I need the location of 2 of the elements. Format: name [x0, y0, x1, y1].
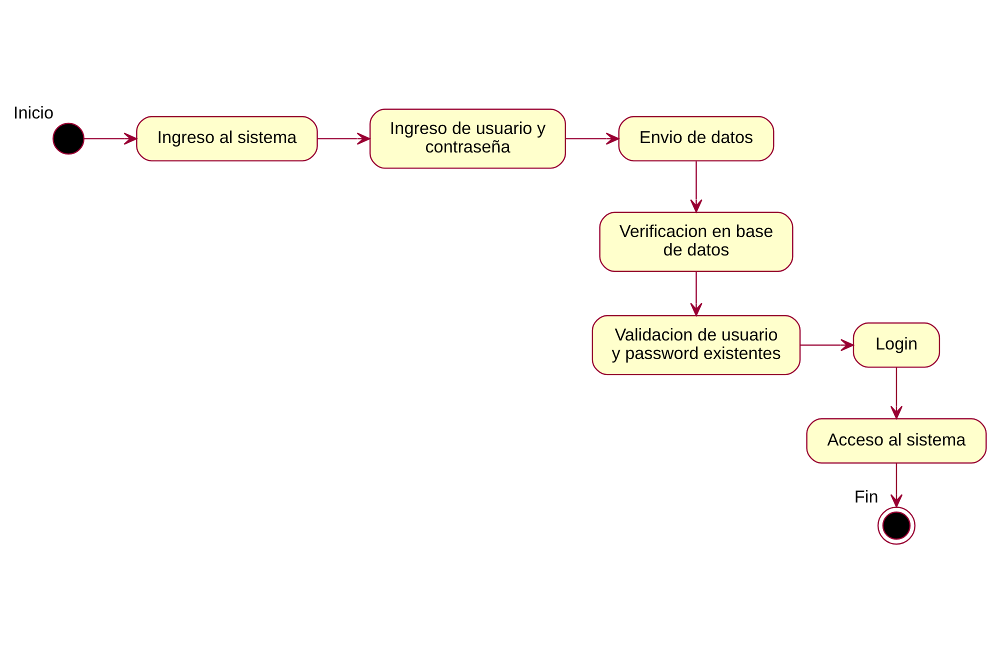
node-label: Inicio [13, 102, 54, 122]
node-label: Fin [854, 486, 878, 506]
